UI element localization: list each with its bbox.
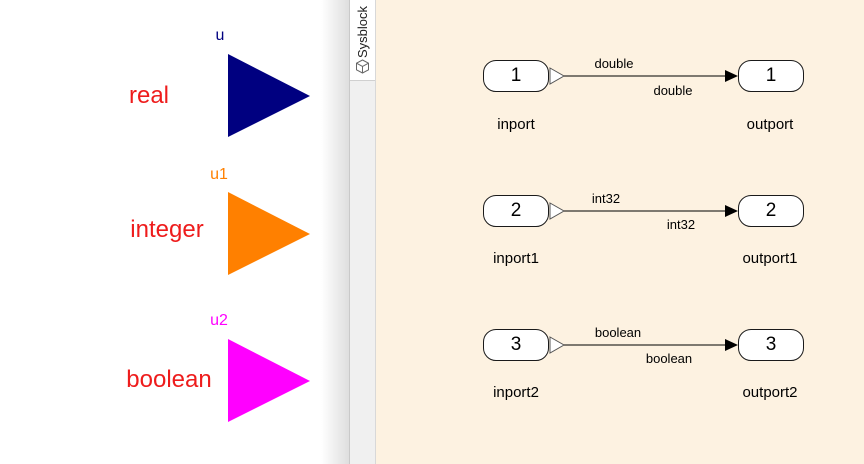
signal-source-type-label: double [594, 56, 634, 71]
signal-dest-type-label: int32 [666, 217, 696, 232]
sysblock-tab-label: Sysblock [355, 5, 370, 59]
signal-lines-layer [549, 67, 738, 354]
signal-source-type-label: boolean [594, 325, 642, 340]
integer-connector-icon[interactable] [227, 192, 311, 276]
type-label-real: real [128, 82, 170, 109]
signal-line-2[interactable] [549, 202, 738, 220]
sysblock-tab[interactable]: Sysblock [350, 0, 375, 81]
inport1-block[interactable]: 2 [483, 195, 549, 227]
port-label-u: u [215, 27, 225, 44]
outport2-block[interactable]: 3 [738, 329, 804, 361]
outport1-name: outport1 [742, 250, 798, 267]
inport-block[interactable]: 1 [483, 60, 549, 92]
side-panel-strip: Sysblock [349, 0, 376, 464]
outport1-block[interactable]: 2 [738, 195, 804, 227]
signal-source-type-label: int32 [591, 191, 621, 206]
inport2-name: inport2 [493, 384, 539, 401]
port-label-u2: u2 [210, 312, 228, 329]
inport-name: inport [497, 116, 535, 133]
cube-icon [356, 59, 369, 74]
signal-line-1[interactable] [549, 67, 738, 85]
real-connector-icon[interactable] [227, 54, 311, 138]
inport2-block[interactable]: 3 [483, 329, 549, 361]
inport1-name: inport1 [493, 250, 539, 267]
boolean-connector-icon[interactable] [227, 339, 311, 423]
diagram-canvas[interactable]: 1 1 double double inport outport 2 2 int… [376, 0, 864, 464]
type-label-integer: integer [130, 216, 204, 243]
outport2-name: outport2 [742, 384, 798, 401]
outport-name: outport [746, 116, 794, 133]
outport-block[interactable]: 1 [738, 60, 804, 92]
signal-dest-type-label: double [653, 83, 693, 98]
type-label-boolean: boolean [126, 366, 212, 393]
signal-dest-type-label: boolean [645, 351, 693, 366]
connector-library-pane: u real u1 integer u2 boolean [0, 0, 349, 464]
port-label-u1: u1 [210, 166, 228, 183]
signal-line-3[interactable] [549, 336, 738, 354]
